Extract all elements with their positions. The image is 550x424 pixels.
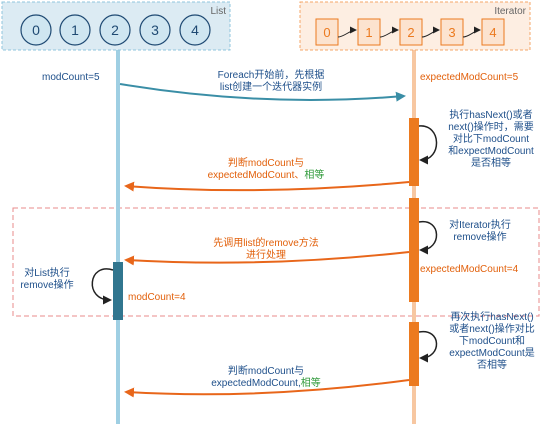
list-item: 2	[99, 14, 131, 46]
expected-mod-count-after-label: expectedModCount=4	[420, 264, 519, 275]
iterator-box: Iterator 0 1 2 3 4	[299, 1, 531, 51]
iterator-item: 0	[315, 18, 339, 46]
iterator-items: 0 1 2 3 4	[315, 18, 505, 46]
svg-text:3: 3	[151, 22, 159, 38]
iterator-link-arrows	[337, 26, 481, 38]
list-item: 3	[139, 14, 171, 46]
svg-text:3: 3	[448, 25, 455, 40]
list-remove-note: 对List执行 remove操作	[20, 268, 74, 291]
expected-mod-count-initial-label: expectedModCount=5	[420, 72, 519, 83]
mod-count-after-label: modCount=4	[128, 292, 186, 303]
call-list-remove-arrow	[124, 251, 410, 266]
iterator-activation-2	[409, 198, 419, 302]
svg-text:1: 1	[71, 22, 79, 38]
hasnext-self-arrow-2	[418, 331, 438, 363]
judge-return-arrow-1	[124, 181, 410, 192]
judge-return-arrow-2	[124, 379, 410, 398]
svg-text:0: 0	[32, 22, 40, 38]
svg-text:4: 4	[489, 25, 496, 40]
list-remove-message-label: 先调用list的remove方法 进行处理	[213, 238, 319, 261]
iterator-item: 4	[481, 18, 505, 46]
hasnext-note-2: 再次执行hasNext() 或者next()操作对比 下modCount和 ex…	[449, 312, 535, 371]
svg-text:4: 4	[191, 22, 199, 38]
list-remove-self-arrow	[91, 268, 114, 305]
svg-text:2: 2	[111, 22, 119, 38]
mod-count-initial-label: modCount=5	[42, 72, 100, 83]
list-item: 0	[20, 14, 52, 46]
hasnext-note-1: 执行hasNext()或者 next()操作时，需要 对比下modCount 和…	[448, 110, 534, 169]
iterator-activation-1	[409, 118, 419, 186]
iterator-activation-3	[409, 322, 419, 386]
svg-text:2: 2	[407, 25, 414, 40]
hasnext-self-arrow-1	[418, 125, 438, 165]
iterator-remove-note: 对Iterator执行 remove操作	[449, 220, 511, 243]
list-item: 1	[59, 14, 91, 46]
foreach-message-label: Foreach开始前，先根据 list创建一个迭代器实例	[217, 70, 325, 93]
list-box: List 0 1 2 3 4	[1, 1, 231, 51]
iterator-item: 1	[357, 18, 381, 46]
judge-message-2-label: 判断modCount与 expectedModCount,相等	[211, 366, 321, 389]
iterator-remove-self-arrow	[418, 221, 438, 255]
judge-message-1-label: 判断modCount与 expectedModCount、相等	[207, 158, 325, 181]
remove-phase-box	[12, 207, 540, 317]
list-item: 4	[179, 14, 211, 46]
foreach-create-iterator-arrow	[119, 83, 406, 102]
list-items: 0 1 2 3 4	[20, 14, 211, 46]
svg-text:1: 1	[365, 25, 372, 40]
iterator-item: 3	[440, 18, 464, 46]
list-title: List	[210, 6, 226, 17]
svg-text:0: 0	[323, 25, 330, 40]
iterator-item: 2	[399, 18, 423, 46]
list-activation	[113, 262, 123, 320]
iterator-title: Iterator	[494, 6, 526, 17]
